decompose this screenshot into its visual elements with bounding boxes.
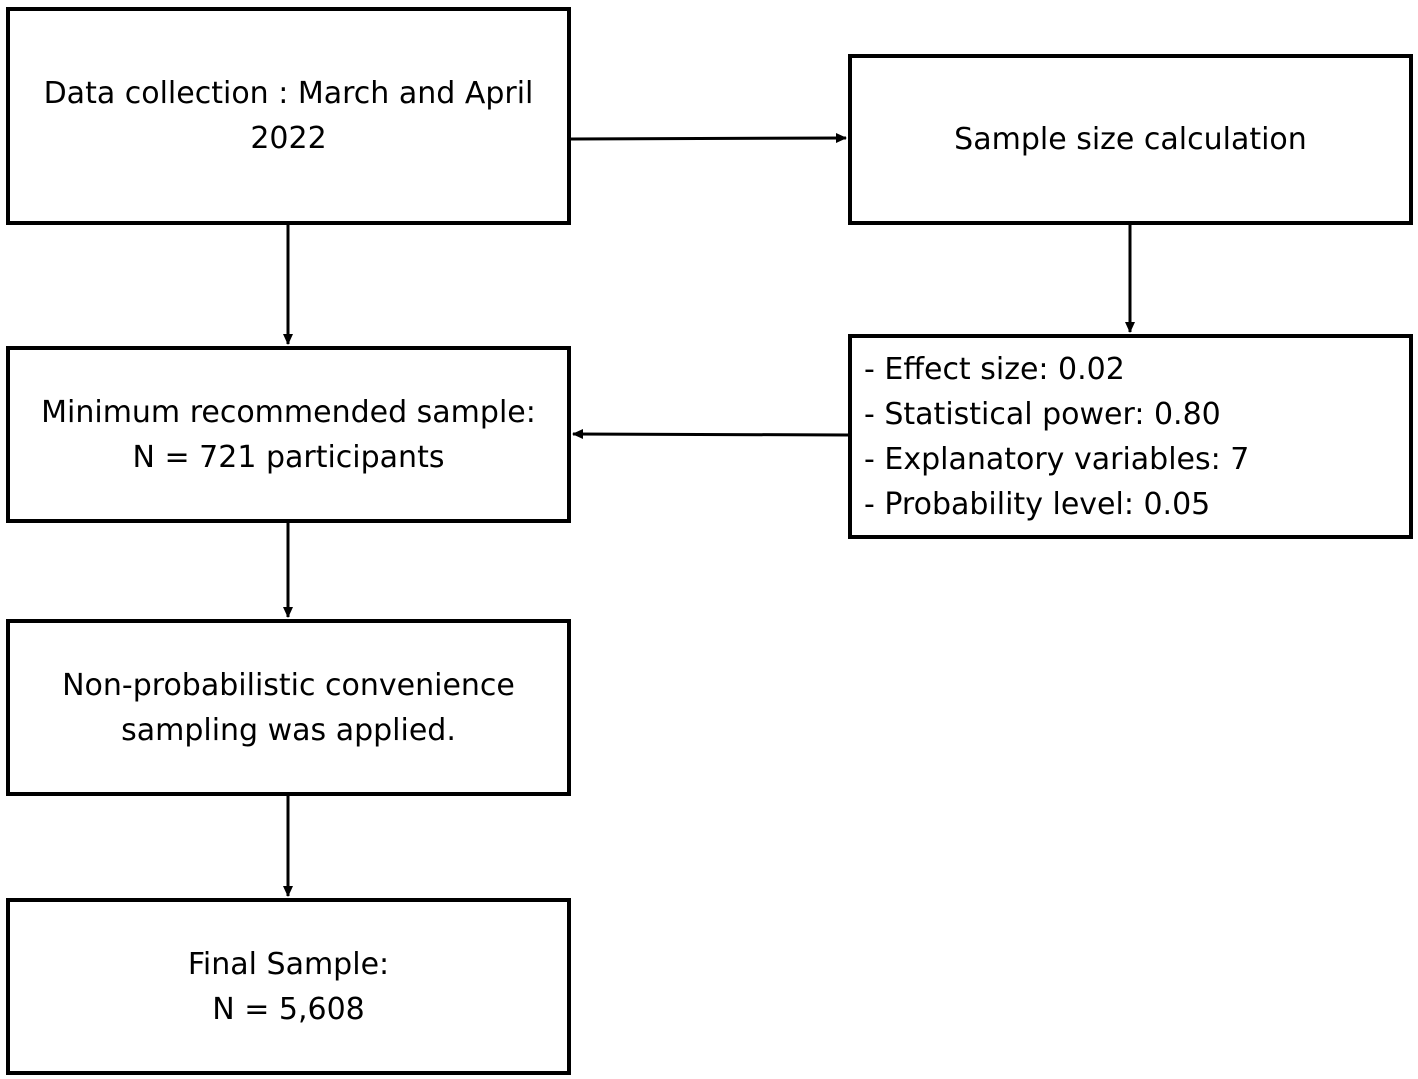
node-final-sample: Final Sample: N = 5,608 xyxy=(6,898,571,1075)
node-text-line: Data collection : March and April xyxy=(43,76,534,111)
parameter-effect-size: - Effect size: 0.02 xyxy=(864,351,1125,387)
node-text-line: Sample size calculation xyxy=(954,122,1307,157)
node-parameters: - Effect size: 0.02 - Statistical power:… xyxy=(848,334,1413,539)
node-text-line: sampling was applied. xyxy=(121,712,456,748)
node-text-line: Minimum recommended sample: xyxy=(41,394,536,430)
node-text-line: Non-probabilistic convenience xyxy=(62,667,515,703)
node-text-line: N = 721 participants xyxy=(132,439,445,475)
parameter-explanatory-variables: - Explanatory variables: 7 xyxy=(864,441,1250,477)
arrow-collection-to-calculation xyxy=(570,133,847,144)
node-text-line: N = 5,608 xyxy=(212,991,365,1027)
parameter-statistical-power: - Statistical power: 0.80 xyxy=(864,396,1221,432)
node-sample-size-calculation: Sample size calculation xyxy=(848,54,1413,225)
node-minimum-sample: Minimum recommended sample: N = 721 part… xyxy=(6,346,571,523)
node-sampling-method: Non-probabilistic convenience sampling w… xyxy=(6,619,571,796)
node-text-line: Final Sample: xyxy=(187,946,390,982)
arrow-parameters-to-minimum xyxy=(572,429,849,440)
parameter-probability-level: - Probability level: 0.05 xyxy=(864,486,1211,522)
node-data-collection: Data collection : March and April 2022 xyxy=(6,7,571,225)
node-text-line: 2022 xyxy=(250,121,327,156)
